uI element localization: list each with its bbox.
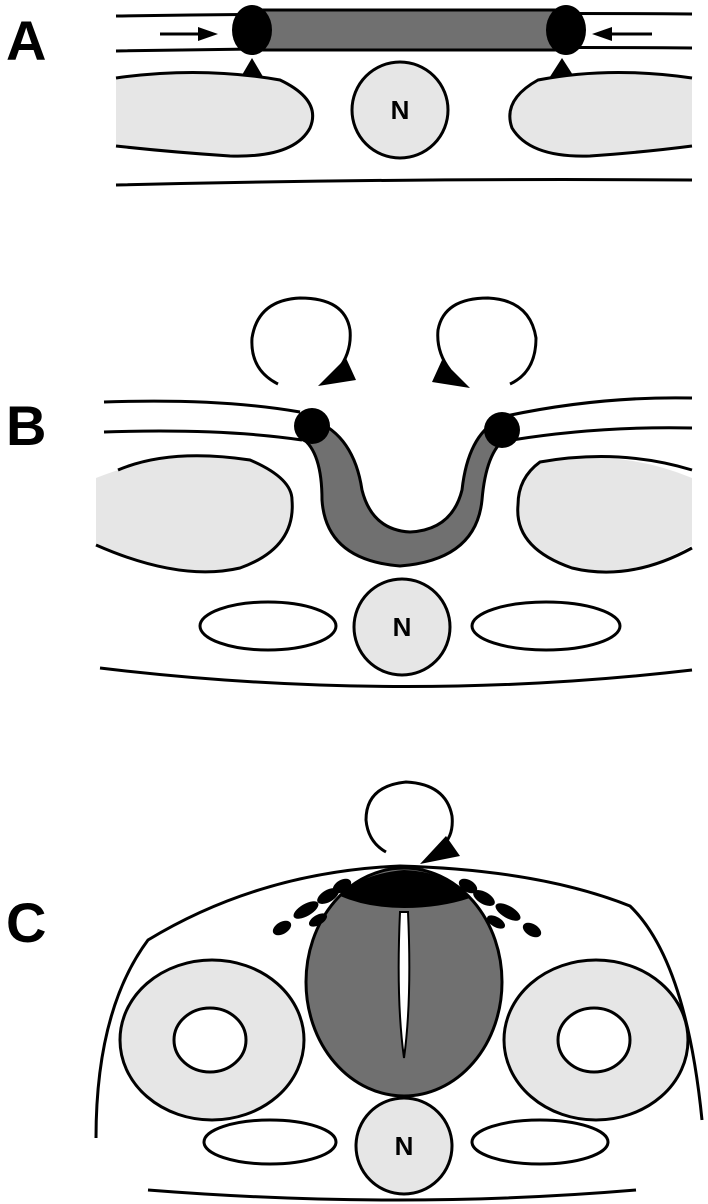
ectoderm-b-left-top [104, 401, 300, 412]
panel-b: B N [6, 298, 692, 687]
right-pointing-arrow [160, 27, 218, 41]
curved-arrow-c-head [420, 836, 460, 864]
curved-arrow-right-head [432, 360, 470, 388]
left-pointing-arrow [592, 27, 652, 41]
paraxial-oval-left [200, 602, 336, 650]
panel-label-b: B [6, 394, 46, 457]
somite-right [510, 72, 692, 156]
somite-c-right-cavity [558, 1008, 630, 1072]
notochord-label-b: N [393, 612, 412, 642]
notochord-label-c: N [395, 1131, 414, 1161]
somite-left [116, 72, 313, 156]
paraxial-oval-right [472, 602, 620, 650]
endoderm-line-a [116, 180, 692, 185]
neural-fold-left [232, 5, 272, 55]
neural-plate [250, 10, 570, 50]
panel-a: A N [6, 5, 692, 185]
curved-arrow-left-head [318, 358, 356, 386]
ectoderm-b-left-bottom [104, 431, 302, 440]
notochord-label-a: N [391, 95, 410, 125]
somite-c-left-cavity [174, 1008, 246, 1072]
neural-groove [302, 420, 506, 566]
ectoderm-b-right-bottom [512, 428, 692, 440]
roof-plate [340, 870, 470, 908]
neural-fold-b-right [484, 412, 520, 448]
panel-label-a: A [6, 9, 46, 72]
somite-b-left [96, 457, 292, 572]
paraxial-oval-c-left [204, 1120, 336, 1164]
panel-label-c: C [6, 891, 46, 954]
ectoderm-b-right-top [506, 398, 692, 416]
panel-c: C N [6, 782, 702, 1200]
curved-arrow-c [366, 782, 452, 852]
neural-fold-b-left [294, 408, 330, 444]
neural-fold-right [546, 5, 586, 55]
paraxial-oval-c-right [472, 1120, 608, 1164]
